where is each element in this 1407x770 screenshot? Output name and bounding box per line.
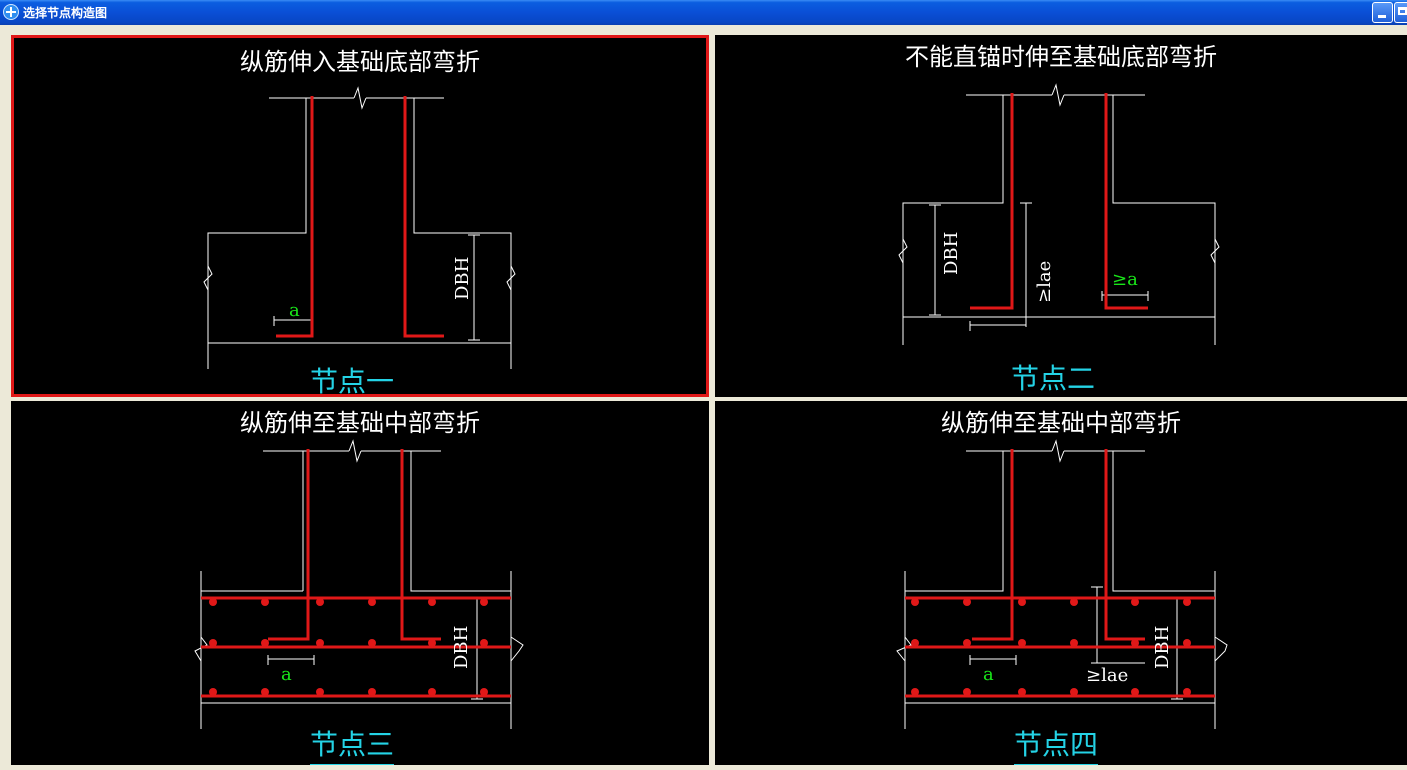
dim-a-label: a — [983, 664, 994, 685]
node-label: 节点三 — [310, 723, 395, 765]
title-bar: 选择节点构造图 — [0, 0, 1407, 25]
node-panel-3[interactable]: 纵筋伸至基础中部弯折 — [11, 401, 709, 765]
node-diagram: DBH ≥lae ≥a — [898, 83, 1220, 345]
maximize-button[interactable] — [1394, 2, 1407, 23]
node-title: 纵筋伸入基础底部弯折 — [240, 48, 480, 76]
minimize-button[interactable] — [1372, 2, 1393, 23]
node-diagram: a DBH — [194, 439, 524, 729]
window-title: 选择节点构造图 — [23, 6, 108, 20]
node-title: 纵筋伸至基础中部弯折 — [240, 409, 480, 437]
dim-dbh-label: DBH — [1152, 626, 1173, 669]
node-label: 节点四 — [1014, 723, 1099, 765]
dim-dbh-label: DBH — [941, 232, 962, 275]
dim-lae-label: ≥lae — [1086, 665, 1128, 686]
dim-a-label: ≥a — [1112, 269, 1138, 290]
node-label: 节点二 — [1011, 357, 1095, 397]
dim-lae-label: ≥lae — [1034, 261, 1055, 303]
dim-a-label: a — [281, 664, 292, 685]
dim-dbh-label: DBH — [452, 257, 473, 300]
node-panel-4[interactable]: 纵筋伸至基础中部弯折 — [715, 401, 1407, 765]
dim-a-label: a — [289, 300, 300, 321]
maximize-icon — [1398, 7, 1407, 15]
node-panel-2[interactable]: 不能直锚时伸至基础底部弯折 DBH ≥lae ≥a — [715, 35, 1407, 397]
node-diagram: a ≥lae DBH — [896, 439, 1228, 729]
node-panel-1[interactable]: 纵筋伸入基础底部弯折 a DBH 节点一 — [11, 35, 709, 397]
node-diagram: a DBH — [203, 86, 516, 369]
node-title: 不能直锚时伸至基础底部弯折 — [905, 43, 1217, 71]
app-icon — [3, 4, 19, 20]
minimize-icon — [1378, 15, 1386, 18]
node-label: 节点一 — [310, 360, 394, 394]
node-title: 纵筋伸至基础中部弯折 — [941, 409, 1181, 437]
dim-dbh-label: DBH — [451, 626, 472, 669]
